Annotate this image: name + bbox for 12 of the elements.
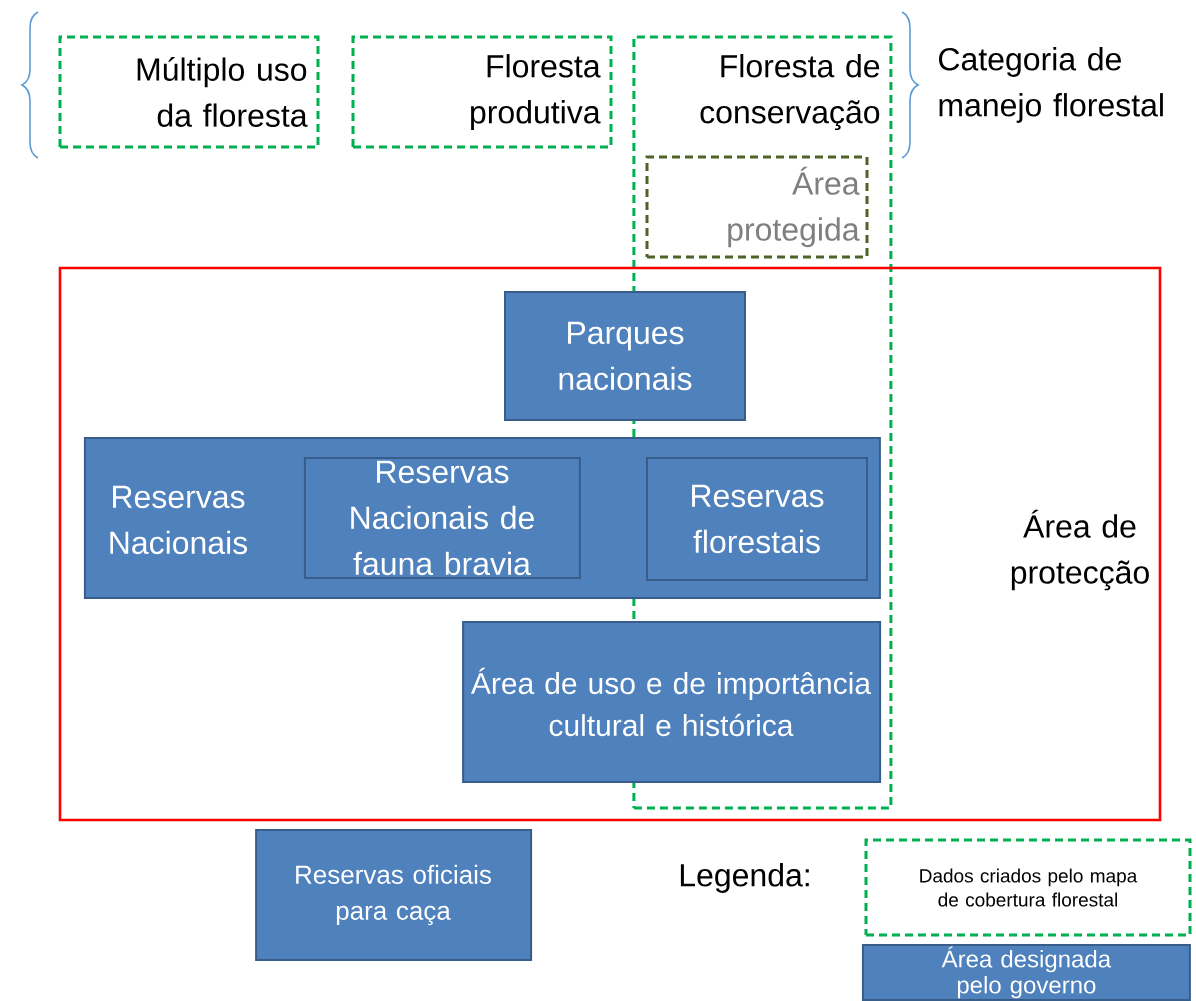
legend-title: Legenda: — [680, 863, 809, 893]
category-label: Categoria de manejo florestal — [939, 47, 1163, 123]
area-box: Área de uso e de importância cultural e histórica — [462, 621, 882, 783]
legend-text: Dados criados pelo mapa de cobertura florestal — [920, 868, 1138, 907]
legend-text: Área designada pelo governo — [941, 946, 1112, 999]
dashed-box: Múltiplo uso da floresta — [58, 35, 320, 149]
area-box: Parques nacionais — [504, 291, 746, 421]
dashed-box: Área protegida — [645, 155, 869, 259]
dashed-box: Floresta produtiva — [351, 35, 613, 149]
area-box: Reservas oficiais para caça — [255, 829, 533, 961]
area-box: Reservas Nacionais de fauna bravia — [303, 457, 581, 579]
area-box: Reservas florestais — [646, 457, 868, 581]
